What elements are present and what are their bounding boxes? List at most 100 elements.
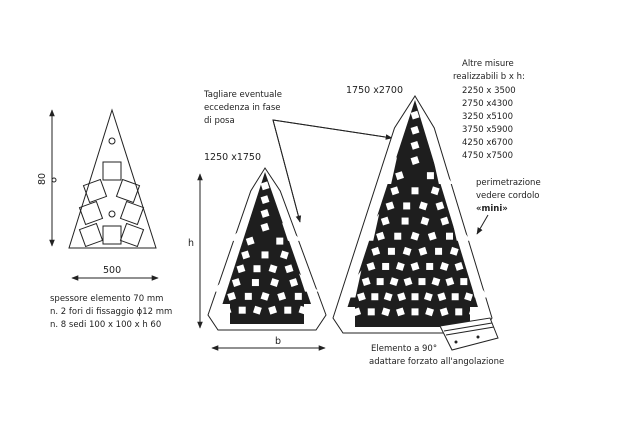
seat-square [366, 262, 376, 271]
seat-square [241, 250, 250, 260]
seat-square [261, 251, 269, 259]
seat-square [411, 308, 419, 316]
seat-square [410, 140, 420, 150]
seat-square [371, 293, 379, 301]
seat-square [119, 200, 145, 226]
seat-square [289, 278, 299, 287]
width-label: 500 [103, 265, 121, 276]
seat-square [402, 246, 412, 256]
seat-square [78, 222, 104, 248]
seat-square [102, 225, 122, 245]
seat-square [464, 292, 473, 302]
assembly-fill [341, 100, 484, 327]
seat-square [380, 216, 390, 226]
seat-square [449, 246, 459, 256]
large-size-label: 1750 x2700 [346, 85, 403, 96]
seat-square [390, 186, 400, 196]
height-label: 80 [37, 173, 48, 185]
size-option: 2750 x4300 [462, 99, 513, 109]
other-sizes-title: Altre misure [462, 59, 514, 69]
single-element-drawing: 80 500 spessore elemento 70 mm n. 2 fori… [37, 108, 172, 330]
seat-square [410, 262, 420, 271]
white-band [432, 156, 453, 184]
seat-square [396, 307, 405, 317]
seat-square [425, 307, 434, 317]
seat-square [410, 110, 420, 120]
seat-square [427, 231, 437, 241]
perimeter-note-line: perimetrazione [476, 178, 541, 188]
seat-square [357, 292, 366, 302]
seat-square [411, 187, 419, 195]
white-band [359, 213, 380, 241]
seat-square [418, 201, 428, 211]
seat-square [440, 216, 450, 226]
seat-square [387, 247, 395, 255]
element-seats [78, 161, 145, 248]
seat-square [411, 293, 419, 301]
seat-square [410, 125, 420, 135]
white-band [341, 307, 355, 327]
seat-square [435, 201, 445, 211]
seat-square [222, 305, 232, 315]
cut-note-line: eccedenza in fase [204, 103, 281, 113]
perimeter-leader [476, 214, 489, 235]
seat-square [78, 200, 104, 226]
seat-square [352, 307, 362, 317]
seat-square [260, 209, 270, 218]
corner-element [439, 317, 499, 351]
seat-square [251, 279, 259, 287]
seat-square [410, 231, 420, 241]
seat-square [394, 232, 402, 240]
perimeter-note-line: «mini» [476, 204, 508, 214]
seat-square [284, 264, 294, 274]
small-assembly-drawing [207, 167, 327, 331]
large-assembly-drawing [332, 95, 493, 334]
b-label: b [275, 336, 281, 347]
seat-square [439, 262, 449, 271]
seat-square [268, 264, 278, 274]
fixing-hole [108, 137, 116, 145]
perimeter-note-line: vedere cordolo [476, 191, 540, 201]
seat-square [119, 222, 145, 248]
cut-note-line: di posa [204, 116, 235, 126]
seat-square [389, 277, 399, 287]
seat-square [284, 306, 292, 314]
size-option: 3250 x5100 [462, 112, 513, 122]
seat-square [418, 246, 428, 256]
seat-square [361, 277, 371, 287]
size-option: 4250 x6700 [462, 138, 513, 148]
seat-square [245, 236, 255, 246]
h-label: h [188, 238, 194, 249]
seat-square [423, 292, 433, 302]
seat-square [252, 305, 262, 315]
white-band [468, 270, 489, 298]
seat-square [410, 156, 420, 165]
seat-square [395, 262, 405, 271]
seat-square [435, 247, 443, 255]
seat-square [115, 178, 141, 204]
seat-square [460, 278, 468, 286]
seat-square [82, 178, 108, 204]
white-band [304, 304, 318, 324]
seat-square [260, 222, 270, 232]
seat-square [276, 237, 284, 245]
white-band [377, 156, 398, 184]
seat-square [371, 246, 381, 256]
size-option: 2250 x 3500 [462, 86, 516, 96]
seat-square [430, 186, 440, 196]
small-size-label: 1250 x1750 [204, 152, 261, 163]
seat-square [403, 277, 413, 287]
seat-square [395, 171, 404, 181]
seat-square [294, 292, 302, 300]
other-sizes-list: 2250 x 3500 2750 x4300 3250 x5100 3750 x590… [462, 86, 516, 161]
white-band [282, 222, 302, 241]
seat-square [260, 195, 270, 205]
seat-square [385, 201, 395, 211]
size-option: 3750 x5900 [462, 125, 513, 135]
seat-square [277, 291, 287, 301]
seat-square [270, 278, 279, 287]
seat-square [437, 292, 447, 302]
seat-square [260, 181, 270, 191]
